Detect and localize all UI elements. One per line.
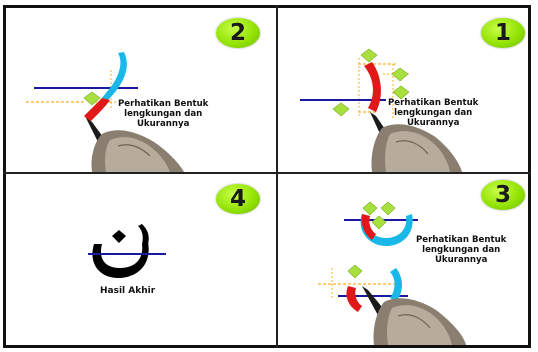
result-label: Hasil Akhir [100,286,156,296]
cyan-stroke [102,52,127,100]
caption-line: lengkungan dan [124,109,203,119]
caption-line: Ukurannya [434,255,488,265]
instruction-caption: Perhatikan Bentuk lengkungan dan Ukurann… [416,235,506,265]
step-4-illustration [88,224,166,278]
step-1-illustration [300,48,462,172]
caption-line: Perhatikan Bentuk [388,98,479,108]
red-stroke [346,286,362,312]
step-badge: 3 [481,180,525,210]
diamond-marker-icon [391,67,409,82]
caption-line: lengkungan dan [422,245,501,255]
cyan-stroke [360,214,413,246]
caption-line: Ukurannya [406,118,460,128]
panel-step-4: 4 Hasil Akhir [6,174,276,345]
step-badge: 1 [481,18,525,48]
panel-step-1: 1 Perhatikan Bentuk lengkungan dan Ukura… [278,8,528,172]
instruction-caption: Perhatikan Bentuk lengkungan dan Ukurann… [118,99,208,129]
hand-with-pen-icon [86,118,184,172]
red-stroke [364,62,381,112]
hand-with-pen-icon [370,112,462,172]
caption-line: lengkungan dan [394,108,473,118]
diamond-marker-icon [371,215,387,230]
red-stroke [84,98,110,122]
diamond-marker-icon [360,48,378,63]
caption-line: Perhatikan Bentuk [416,235,507,245]
cyan-stroke [390,268,402,302]
diamond-marker-icon [347,264,363,279]
caption-line: Perhatikan Bentuk [118,99,209,109]
step-2-illustration [26,52,184,172]
step-badge: 2 [216,18,260,48]
step-badge: 4 [216,184,260,214]
panel-step-3: 3 Perhatikan Bentuk lengkungan dan Ukura… [278,174,528,345]
panel-step-2: 2 Perhatikan Bentuk lengkungan dan Ukura… [6,8,276,172]
diamond-marker-icon [380,201,396,216]
diamond-marker-icon [83,91,101,106]
diamond-marker-icon [392,85,410,100]
caption-line: Ukurannya [136,119,190,129]
vertical-divider [276,5,278,348]
arabic-letter-nun-icon [92,224,149,278]
outer-frame [3,5,531,348]
hand-with-pen-icon [362,286,466,345]
step-3-illustration [318,201,466,345]
instruction-caption: Perhatikan Bentuk lengkungan dan Ukurann… [388,98,478,128]
red-stroke [361,214,376,240]
diamond-marker-icon [362,201,378,216]
horizontal-divider [3,172,531,174]
diamond-marker-icon [332,102,350,117]
